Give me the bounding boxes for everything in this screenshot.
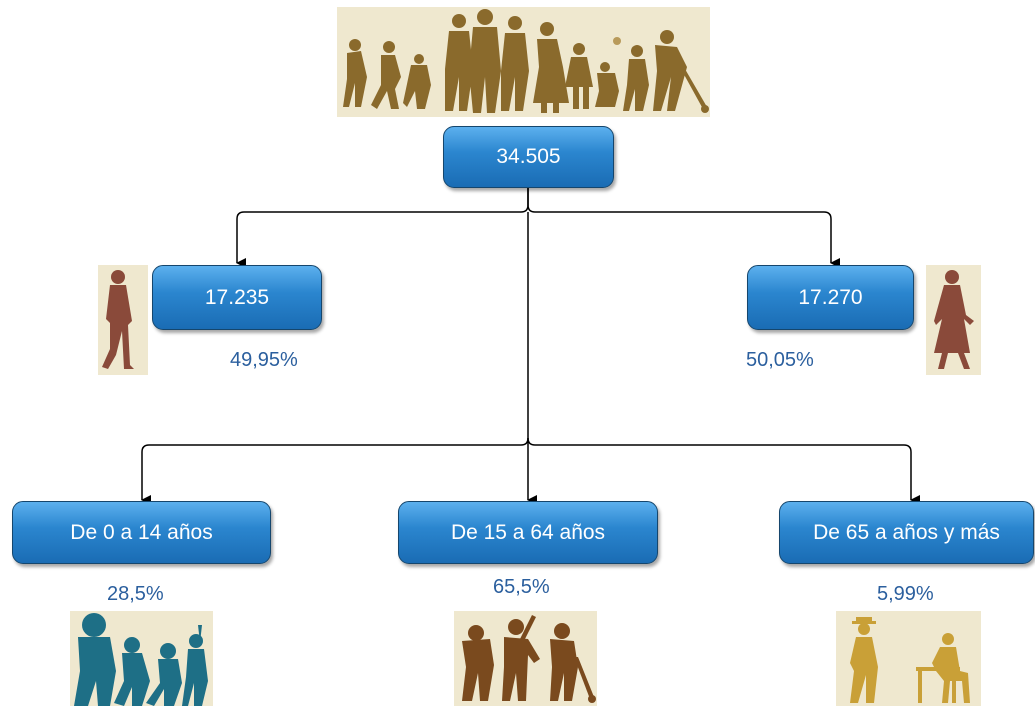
age-65-plus-label: De 65 a años y más bbox=[813, 520, 1000, 544]
male-population-value: 17.235 bbox=[204, 285, 270, 309]
age-0-14-node: De 0 a 14 años bbox=[12, 501, 271, 564]
children-playing-icon bbox=[70, 611, 213, 706]
age-15-64-node: De 15 a 64 años bbox=[398, 501, 658, 564]
total-population-node: 34.505 bbox=[443, 126, 614, 188]
connector-root-to-female bbox=[527, 188, 840, 268]
age-0-14-label: De 0 a 14 años bbox=[70, 520, 213, 544]
total-population-value: 34.505 bbox=[496, 145, 561, 168]
connector-root-to-age-65 bbox=[527, 437, 920, 505]
family-silhouettes-icon bbox=[337, 7, 710, 117]
age-15-64-percentage: 65,5% bbox=[493, 576, 550, 598]
male-percentage: 49,95% bbox=[230, 349, 298, 371]
age-15-64-label: De 15 a 64 años bbox=[450, 520, 606, 544]
elderly-people-icon bbox=[836, 611, 981, 706]
connector-root-to-age-0-14 bbox=[141, 212, 529, 505]
age-65-plus-node: De 65 a años y más bbox=[779, 501, 1034, 564]
female-percentage: 50,05% bbox=[746, 349, 814, 371]
male-population-node: 17.235 bbox=[152, 265, 322, 330]
connector-root-to-male bbox=[236, 188, 529, 268]
age-65-plus-percentage: 5,99% bbox=[877, 583, 934, 605]
woman-walking-icon bbox=[926, 265, 981, 375]
age-0-14-percentage: 28,5% bbox=[107, 583, 164, 605]
adults-working-icon bbox=[454, 611, 597, 706]
man-walking-icon bbox=[98, 265, 148, 375]
female-population-value: 17.270 bbox=[798, 285, 863, 309]
female-population-node: 17.270 bbox=[747, 265, 914, 330]
